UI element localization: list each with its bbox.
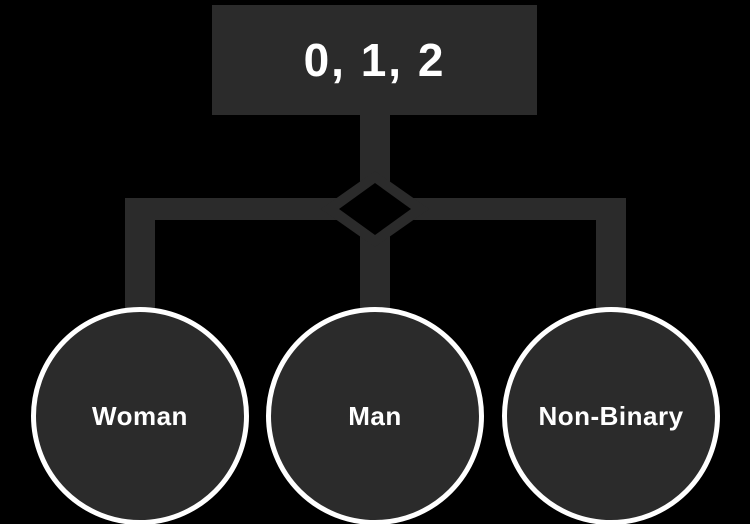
node-man-label: Man bbox=[348, 400, 402, 431]
node-man: Man bbox=[266, 307, 484, 524]
diamond-connector-hole bbox=[339, 183, 411, 235]
right-branch-line bbox=[596, 198, 626, 313]
node-woman: Woman bbox=[31, 307, 249, 524]
root-node-label: 0, 1, 2 bbox=[303, 34, 446, 86]
left-branch-line bbox=[125, 198, 155, 313]
node-woman-label: Woman bbox=[92, 400, 188, 431]
node-non-binary: Non-Binary bbox=[502, 307, 720, 524]
root-node: 0, 1, 2 bbox=[212, 5, 537, 115]
node-non-binary-label: Non-Binary bbox=[538, 400, 684, 431]
